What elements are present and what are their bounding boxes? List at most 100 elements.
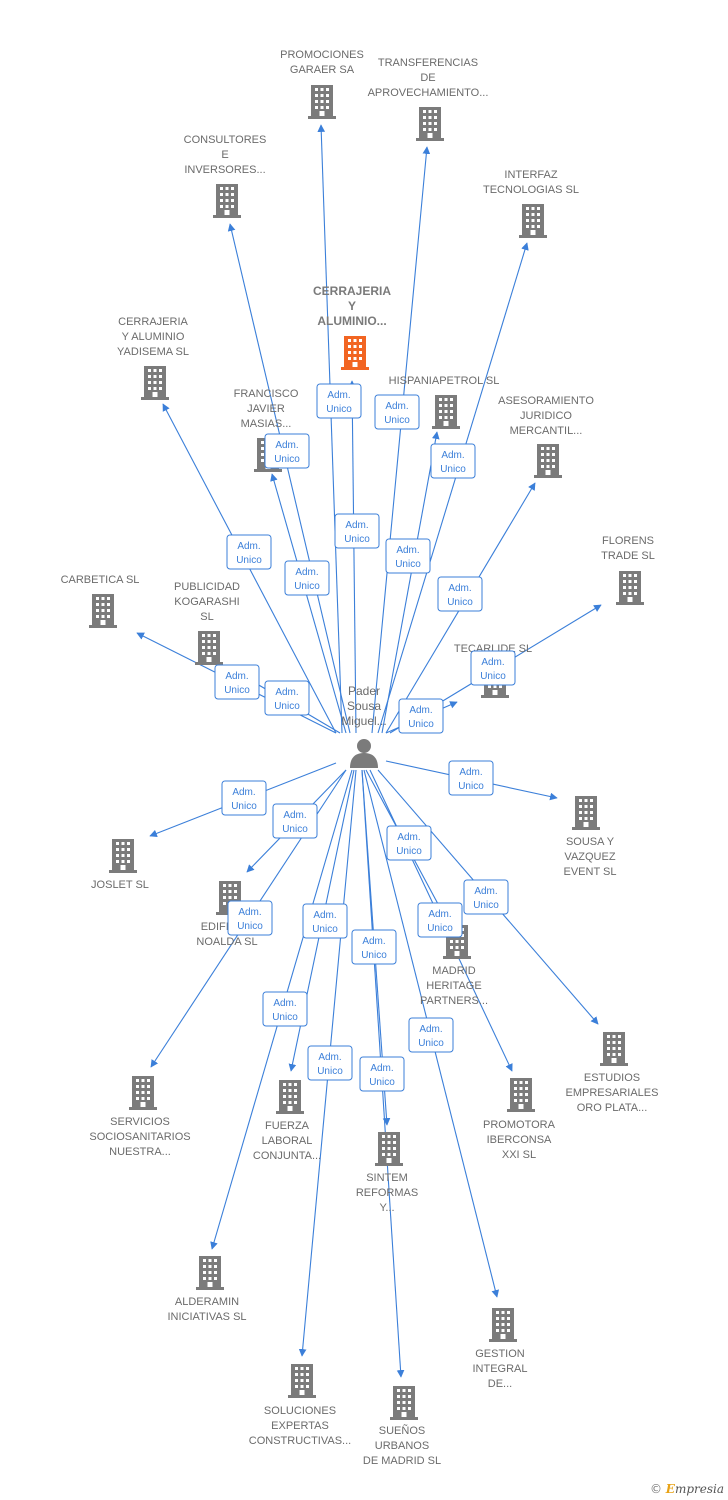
role-badge-transferencias[interactable]: Adm.Unico xyxy=(374,394,420,430)
role-badge-box xyxy=(214,664,260,700)
role-badge-consultores[interactable]: Adm.Unico xyxy=(264,433,310,469)
role-badge-line: Unico xyxy=(473,900,499,911)
role-badge-box xyxy=(221,780,267,816)
role-badge-box xyxy=(264,680,310,716)
company-node-madrid-heritage[interactable]: MADRIDHERITAGEPARTNERS... xyxy=(420,925,488,1007)
role-badge-box xyxy=(398,698,444,734)
company-node-transferencias[interactable]: TRANSFERENCIASDEAPROVECHAMIENTO... xyxy=(368,57,489,141)
center-person-node[interactable]: Pader Sousa Miguel... xyxy=(341,684,387,768)
role-badge-carbetica[interactable]: Adm.Unico xyxy=(214,664,260,700)
role-badge-florens[interactable]: Adm.Unico xyxy=(470,650,516,686)
role-badge-cerrajeria-aluminio[interactable]: Adm.Unico xyxy=(334,513,380,549)
company-node-cerrajeria-aluminio[interactable]: CERRAJERIAYALUMINIO... xyxy=(313,284,391,370)
company-node-francisco[interactable]: FRANCISCOJAVIERMASIAS... xyxy=(234,388,299,472)
company-label-line: JOSLET SL xyxy=(91,879,149,891)
company-label-line: PROMOTORA xyxy=(483,1119,556,1131)
person-icon xyxy=(350,739,378,768)
role-badge-line: Unico xyxy=(326,404,352,415)
role-badge-joslet[interactable]: Adm.Unico xyxy=(221,780,267,816)
company-label-line: CONSTRUCTIVAS... xyxy=(249,1435,351,1447)
role-badge-line: Unico xyxy=(408,719,434,730)
role-badge-line: Unico xyxy=(282,824,308,835)
role-badge-francisco[interactable]: Adm.Unico xyxy=(284,560,330,596)
role-badge-sintem[interactable]: Adm.Unico xyxy=(351,929,397,965)
brand-initial: E xyxy=(665,1482,675,1496)
company-node-joslet[interactable]: JOSLET SL xyxy=(91,839,149,891)
building-icon xyxy=(600,1032,628,1066)
company-node-carbetica[interactable]: CARBETICA SL xyxy=(61,574,140,628)
building-icon xyxy=(288,1364,316,1398)
role-badge-edificaciones[interactable]: Adm. Unico xyxy=(272,803,318,839)
edge-cerrajeria-aluminio xyxy=(348,380,357,734)
role-badge-line: Adm. xyxy=(283,810,306,821)
company-label-line: TRANSFERENCIAS xyxy=(378,57,478,69)
role-badge-servicios[interactable]: Adm.Unico xyxy=(227,900,273,936)
company-node-asesoramiento[interactable]: ASESORAMIENTOJURIDICOMERCANTIL... xyxy=(498,395,594,478)
role-badge-line: Adm. xyxy=(232,787,255,798)
company-label-line: SERVICIOS xyxy=(110,1116,170,1128)
role-badge-line: Unico xyxy=(312,924,338,935)
building-icon xyxy=(213,184,241,218)
company-node-consultores[interactable]: CONSULTORESEINVERSORES... xyxy=(184,134,267,218)
role-badge-madrid-heritage[interactable]: Adm.Unico xyxy=(386,825,432,861)
role-badge-box xyxy=(448,760,494,796)
role-badge-publicidad[interactable]: Adm.Unico xyxy=(264,680,310,716)
role-badge-asesoramiento[interactable]: Adm.Unico xyxy=(437,576,483,612)
role-badge-line: Unico xyxy=(294,581,320,592)
company-label-line: NUESTRA... xyxy=(109,1146,171,1158)
role-badge-line: Adm. xyxy=(448,583,471,594)
role-badge-cerrajeria-yadisema[interactable]: Adm.Unico xyxy=(226,534,272,570)
building-icon xyxy=(489,1308,517,1342)
role-badge-interfaz[interactable]: Adm. Unico xyxy=(430,443,476,479)
role-badge-alderamin[interactable]: Adm.Unico xyxy=(262,991,308,1027)
company-node-gestion-integral[interactable]: GESTIONINTEGRALDE... xyxy=(472,1308,528,1390)
role-badge-line: Unico xyxy=(440,464,466,475)
company-node-hispaniapetrol[interactable]: HISPANIAPETROL SL xyxy=(389,375,500,429)
role-badge-box xyxy=(334,513,380,549)
company-label-line: PUBLICIDAD xyxy=(174,581,240,593)
company-label-line: E xyxy=(221,149,228,161)
building-icon xyxy=(89,594,117,628)
role-badge-estudios[interactable]: Adm.Unico xyxy=(463,879,509,915)
company-label-line: CARBETICA SL xyxy=(61,574,140,586)
company-label-line: JURIDICO xyxy=(520,410,572,422)
role-badge-promociones-garaer[interactable]: Adm.Unico xyxy=(316,383,362,419)
role-badge-line: Unico xyxy=(361,950,387,961)
company-label-line: FUERZA xyxy=(265,1120,310,1132)
building-icon xyxy=(308,85,336,119)
company-node-fuerza-laboral[interactable]: FUERZALABORALCONJUNTA... xyxy=(253,1080,321,1162)
company-node-soluciones[interactable]: SOLUCIONESEXPERTASCONSTRUCTIVAS... xyxy=(249,1364,351,1447)
building-icon xyxy=(416,107,444,141)
role-badge-line: Adm. xyxy=(441,450,464,461)
role-badge-tecarlide[interactable]: Adm.Unico xyxy=(398,698,444,734)
center-person-label-line-3: Miguel... xyxy=(341,714,386,728)
role-badge-promotora[interactable]: Adm.Unico xyxy=(417,902,463,938)
building-icon xyxy=(519,204,547,238)
building-icon xyxy=(616,571,644,605)
company-node-servicios[interactable]: SERVICIOSSOCIOSANITARIOSNUESTRA... xyxy=(89,1076,191,1158)
edge-promociones-garaer xyxy=(317,124,343,734)
role-badge-hispaniapetrol[interactable]: Adm.Unico xyxy=(385,538,431,574)
role-badge-suenos[interactable]: Adm.Unico xyxy=(359,1056,405,1092)
company-label-line: SUEÑOS xyxy=(379,1424,425,1437)
company-node-sintem[interactable]: SINTEMREFORMASY... xyxy=(356,1132,418,1214)
company-label-line: ESTUDIOS xyxy=(584,1072,640,1084)
company-label-line: NOALDA SL xyxy=(196,936,257,948)
role-badge-soluciones[interactable]: Adm.Unico xyxy=(307,1045,353,1081)
role-badge-sousa-vazquez[interactable]: Adm.Unico xyxy=(448,760,494,796)
role-badge-fuerza-laboral[interactable]: Adm.Unico xyxy=(302,903,348,939)
role-badge-gestion-integral[interactable]: Adm.Unico xyxy=(408,1017,454,1053)
edge-consultores xyxy=(227,223,351,734)
